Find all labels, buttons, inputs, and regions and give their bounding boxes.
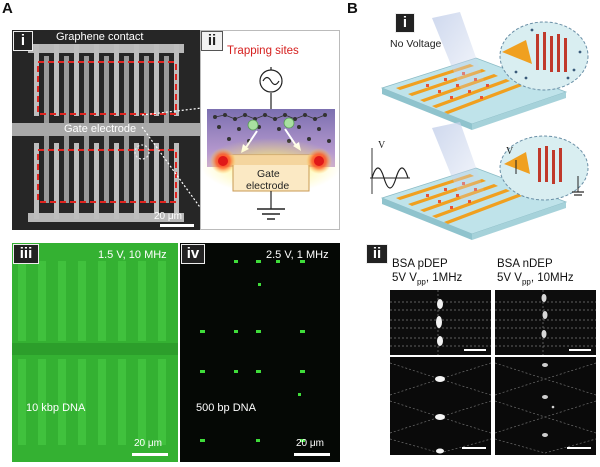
sem-image-panel: Graphene contact Gate electrode 20 μm bbox=[12, 30, 200, 230]
fluorescence-electrode-pattern bbox=[12, 243, 178, 462]
trapping-sites-label: Trapping sites bbox=[227, 45, 299, 57]
pdep-bottom-image bbox=[390, 362, 491, 454]
ndep-bottom-micrograph bbox=[495, 357, 596, 455]
scale-bar bbox=[160, 224, 194, 227]
gate-label-line1: Gate bbox=[257, 168, 280, 180]
iv-scale-label: 20 μm bbox=[296, 438, 324, 449]
fluorescence-image-500bp: 2.5 V, 1 MHz 500 bp DNA 20 μm bbox=[180, 243, 340, 462]
iii-scale-label: 20 μm bbox=[134, 438, 162, 449]
pdep-condition: 5V Vpp, 1MHz bbox=[392, 272, 462, 286]
gate-label-line2: electrode bbox=[246, 180, 290, 192]
subpanel-b-ii-label: ii bbox=[366, 244, 388, 264]
iii-sample-label: 10 kbp DNA bbox=[26, 402, 86, 414]
ndep-condition: 5V Vpp, 10MHz bbox=[497, 272, 574, 286]
zoom-connector-lines bbox=[141, 107, 203, 211]
subpanel-a-i-label: i bbox=[13, 31, 33, 51]
voltage-axis-label: V bbox=[378, 140, 386, 151]
pdep-voltage-subscript: pp bbox=[416, 277, 426, 287]
graphene-contact-label: Graphene contact bbox=[56, 31, 144, 43]
gate-electrode-label: Gate electrode bbox=[64, 123, 137, 135]
trapping-schematic-diagram bbox=[201, 67, 339, 220]
voltage-probe-label: V bbox=[506, 146, 514, 157]
interdigitated-electrode-sem bbox=[12, 44, 200, 222]
ndep-title: BSA nDEP bbox=[497, 258, 553, 270]
pdep-frequency: , 1MHz bbox=[425, 272, 463, 284]
subpanel-a-iii-label: iii bbox=[13, 244, 39, 264]
pdep-voltage: 5V V bbox=[392, 272, 417, 284]
ndep-voltage: 5V V bbox=[497, 272, 522, 284]
pdep-bottom-micrograph bbox=[390, 357, 491, 455]
pdep-top-micrograph bbox=[390, 290, 491, 355]
iv-condition-label: 2.5 V, 1 MHz bbox=[266, 249, 329, 261]
iv-sample-label: 500 bp DNA bbox=[196, 402, 256, 414]
device-schematic-diagram bbox=[370, 12, 589, 240]
panel-b-letter: B bbox=[347, 0, 358, 17]
trapping-schematic-panel: Trapping sites Gate electrode bbox=[200, 30, 340, 230]
ndep-frequency: , 10MHz bbox=[530, 272, 574, 284]
pdep-top-image bbox=[390, 290, 491, 355]
ndep-top-micrograph bbox=[495, 290, 596, 355]
iii-scale-bar bbox=[132, 453, 168, 456]
trapped-dna-spots bbox=[200, 260, 305, 442]
subpanel-a-ii-label: ii bbox=[201, 31, 223, 51]
ndep-voltage-subscript: pp bbox=[521, 277, 531, 287]
ndep-bottom-image bbox=[495, 362, 596, 454]
subpanel-a-iv-label: iv bbox=[181, 244, 205, 264]
pdep-title: BSA pDEP bbox=[392, 258, 448, 270]
fluorescence-image-10kbp: 1.5 V, 10 MHz 10 kbp DNA 20 μm bbox=[12, 243, 178, 462]
device-schematic-panel: No Voltage V V bbox=[366, 12, 598, 240]
scale-bar-label: 20 μm bbox=[154, 211, 182, 222]
ndep-top-image bbox=[495, 290, 596, 355]
iv-scale-bar bbox=[294, 453, 330, 456]
iii-condition-label: 1.5 V, 10 MHz bbox=[98, 249, 167, 261]
panel-a-letter: A bbox=[2, 0, 13, 17]
subpanel-b-i-label: i bbox=[395, 13, 415, 33]
no-voltage-label: No Voltage bbox=[390, 38, 442, 50]
